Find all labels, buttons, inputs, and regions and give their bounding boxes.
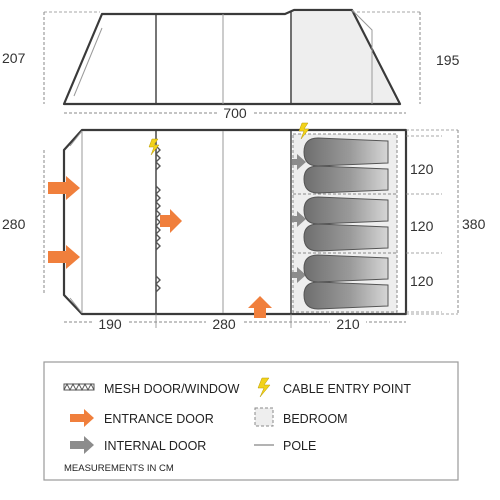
entrance-arrow-bottom: [248, 296, 272, 318]
dim-height-bedroom: 195: [436, 52, 460, 68]
lightning-icon: [257, 377, 271, 398]
gray-arrow-icon: [70, 436, 94, 454]
dim-height-total: 207: [2, 50, 26, 66]
legend-internal-label: INTERNAL DOOR: [104, 439, 206, 453]
entrance-door-arrows: [48, 176, 272, 318]
internal-arrow-2: [292, 211, 306, 227]
legend-box: [43, 361, 459, 481]
sleeping-bag: [303, 137, 389, 167]
side-outline: [62, 8, 402, 106]
legend-bedroom-label: BEDROOM: [283, 412, 348, 426]
mesh-window-1: [155, 145, 161, 171]
entrance-arrow-front-1: [48, 176, 80, 200]
dim-pod-width-2: 120: [410, 218, 434, 234]
side-elevation: 207 195 700: [2, 8, 460, 121]
side-rear-line: [351, 9, 373, 104]
porch-corner-lines: [69, 130, 83, 314]
sleeping-bag: [303, 196, 389, 225]
dim-pod-width-1: 120: [410, 161, 434, 177]
floor-plan: 120 120 120 380 280 190 280 210: [2, 122, 486, 332]
legend-mesh-label: MESH DOOR/WINDOW: [104, 382, 240, 396]
dim-pod-width-3: 120: [410, 273, 434, 289]
legend: MESH DOOR/WINDOW CABLE ENTRY POINT ENTRA…: [43, 361, 459, 481]
sleeping-bags: [303, 137, 389, 310]
orange-arrow-icon: [70, 409, 94, 427]
sleeping-bag: [303, 254, 389, 283]
side-inner-line: [73, 27, 103, 97]
dim-bg: [206, 316, 242, 330]
legend-pole-label: POLE: [283, 439, 316, 453]
mesh-window-2: [155, 185, 161, 251]
sleeping-bag: [303, 281, 389, 310]
dim-section-1: 190: [98, 316, 122, 332]
entrance-arrow-front-2: [48, 245, 80, 269]
legend-note: MEASUREMENTS IN CM: [64, 463, 174, 474]
dim-length: 700: [223, 105, 247, 121]
internal-arrow-3: [292, 267, 306, 283]
dim-section-2: 280: [212, 316, 236, 332]
mesh-window-group: [155, 145, 161, 293]
sleeping-bag: [303, 165, 389, 194]
legend-cable-label: CABLE ENTRY POINT: [283, 382, 411, 396]
entrance-arrow-side: [160, 209, 182, 233]
legend-entrance-label: ENTRANCE DOOR: [104, 412, 214, 426]
dim-bg: [92, 316, 128, 330]
cable-entry-icon: [148, 138, 160, 156]
mesh-icon: [63, 382, 95, 392]
dim-bg: [330, 316, 366, 330]
side-bedroom-shade: [290, 12, 398, 104]
sleeping-bag: [303, 223, 389, 252]
dim-700-bg: [218, 106, 252, 120]
mesh-window-3: [155, 275, 161, 293]
cable-entry-icon: [298, 122, 310, 140]
dim-section-3: 210: [336, 316, 360, 332]
bedroom-swatch-icon: [254, 407, 274, 427]
internal-door-arrows: [292, 154, 306, 283]
dim-porch-depth: 280: [2, 216, 26, 232]
dim-total-width: 380: [462, 216, 486, 232]
internal-arrow-1: [292, 154, 306, 170]
